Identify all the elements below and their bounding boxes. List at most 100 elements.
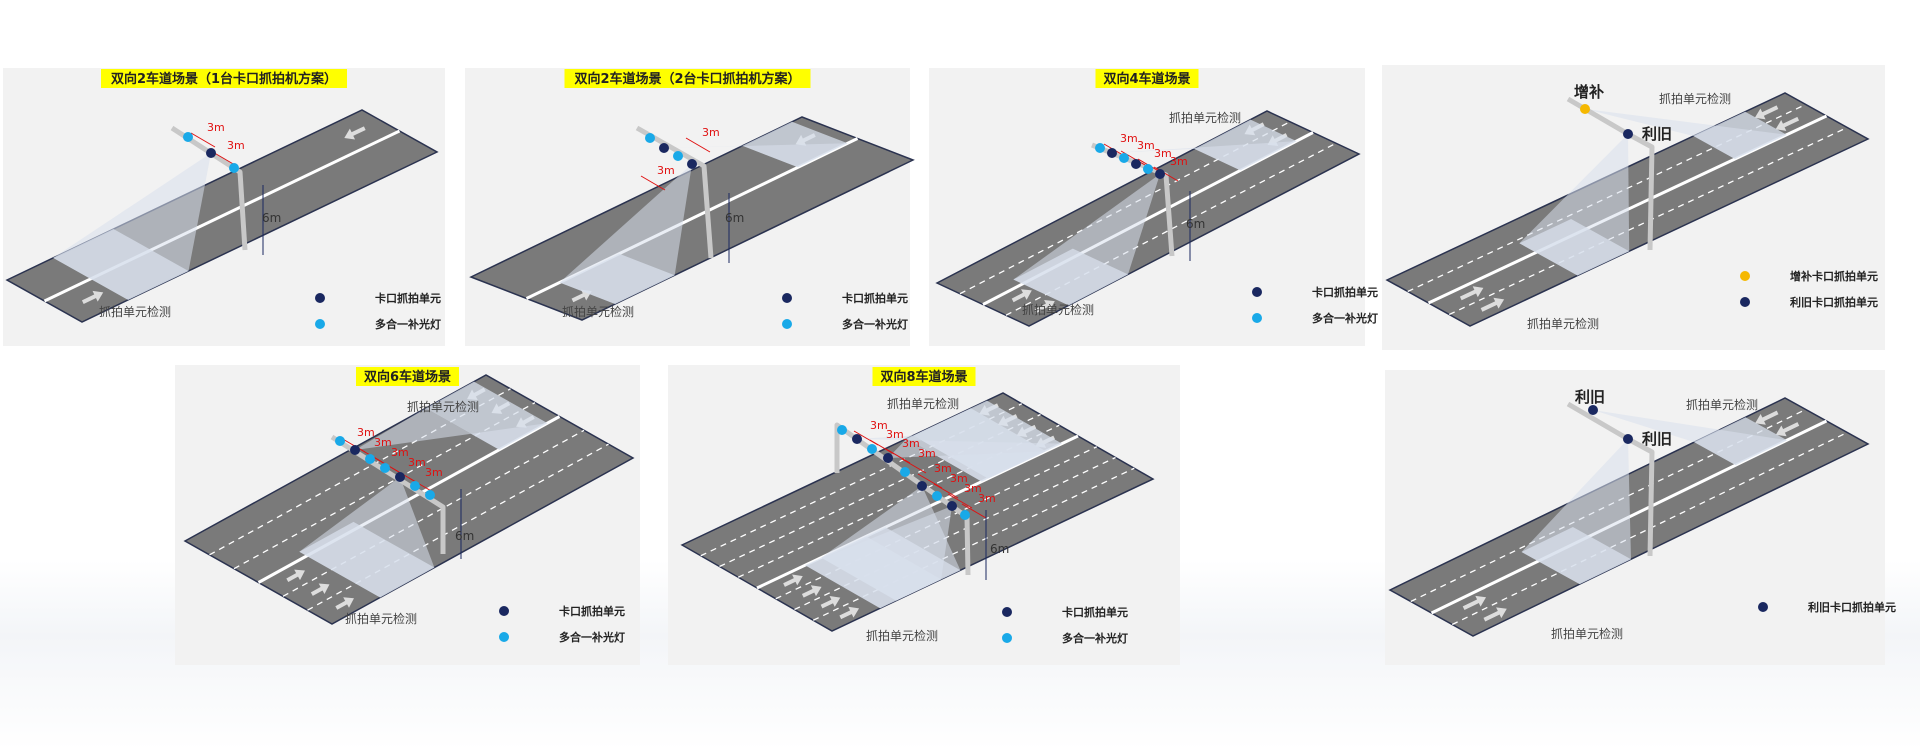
legend-camera-icon bbox=[1740, 297, 1750, 307]
camera-view-cone bbox=[805, 506, 952, 609]
legend-light-icon bbox=[315, 319, 325, 329]
fill-light-icon bbox=[425, 490, 435, 500]
capture-unit-icon bbox=[917, 481, 927, 491]
legend-light-icon bbox=[782, 319, 792, 329]
dimension-line bbox=[917, 473, 943, 489]
fill-light-icon bbox=[229, 163, 239, 173]
dimension-line bbox=[901, 458, 927, 474]
arrow-head-icon bbox=[810, 585, 822, 597]
legend-camera-icon bbox=[1252, 287, 1262, 297]
legend-label: 卡口抓拍单元 bbox=[842, 291, 908, 305]
camera-view-cone bbox=[1521, 439, 1631, 585]
dimension-3m-label: 3m bbox=[886, 428, 904, 441]
camera-view-cone bbox=[53, 153, 212, 300]
detection-label-far: 抓拍单元检测 bbox=[887, 396, 959, 411]
capture-unit-icon bbox=[1131, 159, 1141, 169]
dimension-line bbox=[947, 493, 973, 509]
detection-label-near: 抓拍单元检测 bbox=[1527, 316, 1599, 331]
gantry-pole bbox=[1566, 96, 1655, 251]
fill-light-icon bbox=[673, 151, 683, 161]
fill-light-icon bbox=[183, 132, 193, 142]
gantry-pole bbox=[170, 125, 248, 251]
lane-divider bbox=[1451, 431, 1848, 626]
lane-divider bbox=[1005, 142, 1337, 316]
arrow-icon bbox=[1761, 410, 1779, 422]
legend-camera-icon bbox=[315, 293, 325, 303]
lane-divider bbox=[1448, 126, 1848, 316]
dimension-3m-label: 3m bbox=[1170, 155, 1188, 168]
fill-light-icon bbox=[932, 491, 942, 501]
camera-view-cone bbox=[355, 408, 548, 450]
arrow-head-icon bbox=[92, 290, 104, 302]
arrow-icon bbox=[81, 294, 97, 304]
dimension-3m-label: 3m bbox=[374, 436, 392, 449]
legend-camera-icon bbox=[1002, 607, 1012, 617]
legend-label: 多合一补光灯 bbox=[842, 317, 908, 331]
arrow-head-icon bbox=[343, 597, 354, 608]
supplement-unit-icon bbox=[1580, 104, 1590, 114]
arrow-icon bbox=[1781, 116, 1800, 128]
lane-divider bbox=[737, 424, 1060, 578]
camera-view-cone bbox=[1593, 410, 1787, 466]
arrow-icon bbox=[839, 609, 853, 620]
dimension-3m-label: 3m bbox=[425, 466, 443, 479]
arrow-head-icon bbox=[1021, 289, 1032, 300]
panel-p3: 3m3m3m3m6m双向4车道场景抓拍单元检测抓拍单元检测卡口抓拍单元多合一补光… bbox=[929, 68, 1378, 346]
detection-label-far: 抓拍单元检测 bbox=[1659, 91, 1731, 106]
dimension-3m-label: 3m bbox=[934, 462, 952, 475]
arrow-head-icon bbox=[1755, 413, 1766, 425]
arrow-head-icon bbox=[294, 569, 305, 581]
title-highlight bbox=[1095, 69, 1199, 88]
panel-p1: 3m3m6m双向2车道场景（1台卡口抓拍机方案）抓拍单元检测卡口抓拍单元多合一补… bbox=[3, 68, 445, 346]
capture-unit-icon bbox=[1623, 434, 1633, 444]
dimension-6m-label: 6m bbox=[725, 211, 744, 225]
legend-label: 增补卡口抓拍单元 bbox=[1790, 269, 1878, 283]
fill-light-icon bbox=[1119, 153, 1129, 163]
legend-label: 利旧卡口抓拍单元 bbox=[1790, 295, 1878, 309]
unit-tag-label: 增补 bbox=[1574, 83, 1604, 101]
dimension-6m-label: 6m bbox=[1186, 217, 1205, 231]
arrow-head-icon bbox=[792, 574, 803, 586]
title-highlight bbox=[356, 367, 459, 386]
arrow-icon bbox=[335, 600, 348, 610]
arrow-icon bbox=[1459, 289, 1477, 301]
dimension-line bbox=[933, 483, 959, 499]
camera-view-cone bbox=[1519, 134, 1630, 276]
arrow-head-icon bbox=[1754, 108, 1766, 120]
panel-title: 双向4车道场景 bbox=[1103, 71, 1190, 87]
capture-unit-icon bbox=[687, 159, 697, 169]
camera-view-cone bbox=[1585, 109, 1787, 160]
arrow-head-icon bbox=[1475, 595, 1487, 607]
dimension-3m-label: 3m bbox=[870, 419, 888, 432]
title-highlight bbox=[101, 69, 347, 88]
legend-camera-icon bbox=[1758, 602, 1768, 612]
arrow-icon bbox=[1462, 598, 1480, 610]
dimension-3m-label: 3m bbox=[1137, 139, 1155, 152]
dimension-3m-label: 3m bbox=[391, 446, 409, 459]
dimension-3m-label: 3m bbox=[657, 164, 675, 177]
dimension-3m-label: 3m bbox=[902, 437, 920, 450]
capture-unit-icon bbox=[852, 434, 862, 444]
legend-label: 卡口抓拍单元 bbox=[1062, 605, 1128, 619]
detection-label-near: 抓拍单元检测 bbox=[1022, 302, 1094, 317]
fill-light-icon bbox=[365, 454, 375, 464]
legend-label: 卡口抓拍单元 bbox=[1312, 285, 1378, 299]
legend-light-icon bbox=[1252, 313, 1262, 323]
dimension-3m-label: 3m bbox=[1154, 147, 1172, 160]
legend-light-icon bbox=[499, 632, 509, 642]
legend-label: 卡口抓拍单元 bbox=[375, 291, 441, 305]
arrow-head-icon bbox=[1472, 286, 1484, 298]
arrow-icon bbox=[783, 577, 797, 587]
camera-view-cone bbox=[664, 143, 848, 168]
dimension-line bbox=[961, 503, 987, 519]
panel-p5: 3m3m3m3m3m6m双向6车道场景抓拍单元检测抓拍单元检测卡口抓拍单元多合一… bbox=[175, 365, 640, 665]
capture-unit-icon bbox=[1588, 405, 1598, 415]
fill-light-icon bbox=[410, 481, 420, 491]
capture-unit-icon bbox=[1155, 169, 1165, 179]
fill-light-icon bbox=[900, 467, 910, 477]
dimension-3m-label: 3m bbox=[978, 492, 996, 505]
capture-unit-icon bbox=[395, 472, 405, 482]
dimension-3m-label: 3m bbox=[964, 482, 982, 495]
unit-tag-label: 利旧 bbox=[1575, 388, 1605, 406]
